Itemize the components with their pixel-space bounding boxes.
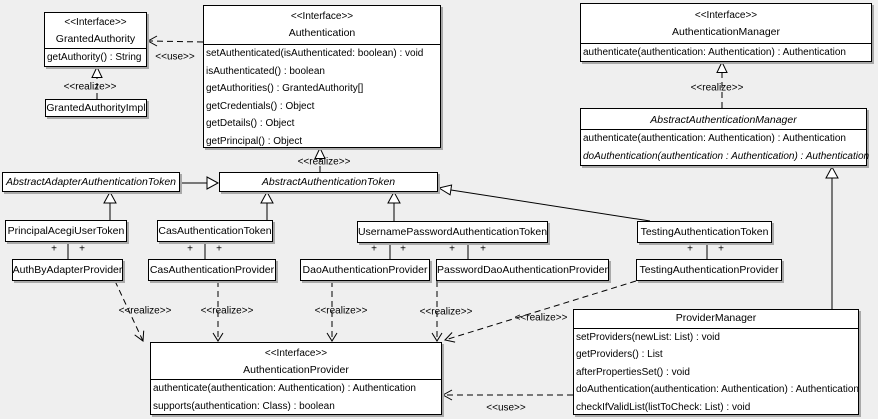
class-name: AuthByAdapterProvider (12, 264, 123, 276)
realize-arrow (326, 332, 338, 342)
method-label: setAuthenticated(isAuthenticated: boolea… (206, 48, 424, 59)
method-label: afterPropertiesSet() : void (576, 366, 690, 378)
use-arrow (441, 389, 453, 401)
class-name: AbstractAdapterAuthenticationToken (5, 176, 177, 188)
realize-label: <<realize>> (690, 82, 744, 94)
method-label: supports(authentication: Class) : boolea… (153, 400, 335, 412)
use-label: <<use>> (486, 402, 526, 414)
class-cas-authentication-token: CasAuthenticationToken (157, 220, 273, 242)
method-label: getProviders() : List (576, 349, 663, 361)
class-name: AuthenticationManager (672, 26, 780, 38)
class-name: AbstractAuthenticationManager (650, 114, 797, 126)
class-name: PasswordDaoAuthenticationProvider (437, 264, 609, 276)
class-cas-authentication-provider: CasAuthenticationProvider (148, 259, 276, 281)
association-end-plus: + (718, 243, 724, 255)
method-label: isAuthenticated() : boolean (206, 65, 325, 77)
generalization-arrow (825, 165, 839, 179)
generalization-arrow (206, 176, 220, 190)
generalization-arrow (437, 184, 453, 196)
realize-label: <<realize>> (419, 306, 473, 318)
association-end-plus: + (51, 243, 57, 255)
class-granted-authority-impl: GrantedAuthorityImpl (45, 99, 147, 117)
generalization-line (450, 189, 651, 222)
use-label: <<use>> (155, 51, 195, 63)
realize-arrow (444, 332, 456, 343)
realize-arrow (431, 332, 443, 342)
realize-arrow (716, 60, 728, 73)
realize-label: <<realize>> (297, 156, 351, 168)
association-end-plus: + (400, 243, 406, 255)
stereotype-label: <<Interface>> (290, 11, 354, 22)
method-label: authenticate(authentication: Authenticat… (583, 133, 846, 144)
use-arrow (146, 35, 158, 47)
class-testing-authentication-provider: TestingAuthenticationProvider (636, 259, 782, 281)
class-name: Authentication (288, 27, 356, 39)
class-principal-acegi-user-token: PrincipalAcegiUserToken (5, 220, 127, 242)
use-line (149, 40, 204, 43)
class-name: UsernamePasswordAuthenticationToken (357, 226, 548, 238)
class-name: AbstractAuthenticationToken (261, 176, 396, 188)
association-end-plus: + (687, 243, 693, 255)
class-name: PrincipalAcegiUserToken (7, 225, 125, 237)
stereotype-label: <<Interface>> (694, 10, 758, 21)
method-label: setProviders(newList: List) : void (576, 332, 720, 343)
realize-label: <<realize>> (314, 305, 368, 317)
method-label: getDetails() : Object (206, 118, 295, 129)
method-label: doAuthentication(authentication: Authent… (576, 384, 859, 396)
method-label: doAuthentication(authentication : Authen… (583, 151, 870, 162)
class-authentication-manager: <<Interface>> AuthenticationManager auth… (580, 3, 872, 62)
generalization-arrow (387, 190, 401, 204)
association-end-plus: + (187, 243, 193, 255)
class-name: GrantedAuthority (55, 33, 136, 45)
method-label: getAuthority() : String (47, 52, 142, 63)
realize-arrow (91, 65, 103, 78)
class-name: TestingAuthenticationToken (640, 226, 769, 238)
method-label: authenticate(authentication: Authenticat… (153, 383, 416, 394)
method-label: getCredentials() : Object (206, 100, 315, 112)
class-authentication-provider: <<Interface>> AuthenticationProvider aut… (150, 342, 442, 415)
class-abstract-authentication-token: AbstractAuthenticationToken (219, 172, 438, 192)
association-end-plus: + (480, 243, 486, 255)
generalization-arrow (260, 190, 274, 204)
stereotype-label: <<Interface>> (64, 17, 127, 28)
class-testing-authentication-token: TestingAuthenticationToken (637, 221, 772, 243)
class-provider-manager: ProviderManager setProviders(newList: Li… (573, 309, 859, 415)
association-end-plus: + (79, 243, 85, 255)
association-end-plus: + (449, 243, 455, 255)
realize-label: <<realize>> (118, 305, 172, 317)
method-label: checkIfValidList(listToCheck: List) : vo… (576, 401, 751, 413)
realize-label: <<realize>> (63, 81, 117, 93)
method-label: authenticate(authentication: Authenticat… (583, 47, 846, 58)
class-name: TestingAuthenticationProvider (639, 264, 779, 276)
class-granted-authority: <<Interface>> GrantedAuthority getAuthor… (44, 12, 147, 67)
realize-label: <<realize>> (514, 312, 568, 324)
method-label: getAuthorities() : GrantedAuthority[] (206, 83, 364, 94)
class-name: GrantedAuthorityImpl (46, 102, 146, 114)
class-password-dao-authentication-provider: PasswordDaoAuthenticationProvider (436, 259, 609, 281)
association-end-plus: + (371, 243, 377, 255)
class-name: ProviderManager (675, 312, 757, 324)
class-name: CasAuthenticationToken (158, 225, 272, 237)
association-end-plus: + (216, 243, 222, 255)
stereotype-label: <<Interface>> (264, 348, 328, 359)
class-name: DaoAuthenticationProvider (302, 264, 428, 276)
class-abstract-adapter-authentication-token: AbstractAdapterAuthenticationToken (2, 172, 180, 192)
class-name: AuthenticationProvider (243, 364, 349, 376)
class-authentication: <<Interface>> Authentication setAuthenti… (203, 5, 441, 148)
generalization-arrow (103, 190, 117, 204)
class-name: CasAuthenticationProvider (149, 264, 275, 276)
realize-arrow (134, 330, 145, 342)
method-label: getPrincipal() : Object (206, 135, 303, 147)
class-auth-by-adapter-provider: AuthByAdapterProvider (12, 259, 123, 281)
class-abstract-authentication-manager: AbstractAuthenticationManager authentica… (580, 108, 870, 166)
class-dao-authentication-provider: DaoAuthenticationProvider (300, 259, 430, 281)
realize-label: <<realize>> (200, 305, 254, 317)
realize-arrow (212, 332, 224, 342)
class-username-password-authentication-token: UsernamePasswordAuthenticationToken (357, 221, 548, 243)
